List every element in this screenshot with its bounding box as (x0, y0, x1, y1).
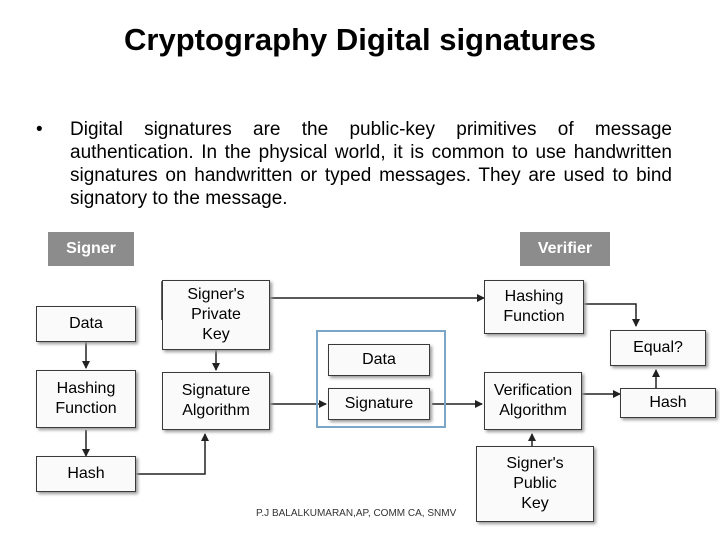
verification-algorithm-box: Verification Algorithm (484, 372, 582, 430)
signer-data-box: Data (36, 306, 136, 342)
signer-hashing-function-box: Hashing Function (36, 370, 136, 428)
slide-title: Cryptography Digital signatures (124, 22, 596, 57)
signature-algorithm-box: Signature Algorithm (162, 372, 270, 430)
slide-footer: P.J BALALKUMARAN,AP, COMM CA, SNMV (256, 508, 457, 519)
equal-check-box: Equal? (610, 330, 706, 366)
arrow-hash-to-signature-algorithm (136, 433, 209, 475)
signer-public-key-box: Signer's Public Key (476, 446, 594, 522)
message-signature-box: Signature (328, 388, 430, 420)
bullet-text: Digital signatures are the public-key pr… (70, 119, 672, 209)
bullet-item: • Digital signatures are the public-key … (36, 118, 672, 210)
verifier-header: Verifier (520, 232, 610, 266)
signer-hash-box: Hash (36, 456, 136, 492)
signer-private-key-box: Signer's Private Key (162, 280, 270, 350)
verifier-hash-box: Hash (620, 388, 716, 418)
arrow-hashing-to-equal (574, 303, 640, 327)
verifier-hashing-function-box: Hashing Function (484, 280, 584, 334)
signed-message-group (316, 330, 446, 428)
bullet-marker: • (36, 119, 43, 140)
message-data-box: Data (328, 344, 430, 376)
signer-header: Signer (48, 232, 134, 266)
